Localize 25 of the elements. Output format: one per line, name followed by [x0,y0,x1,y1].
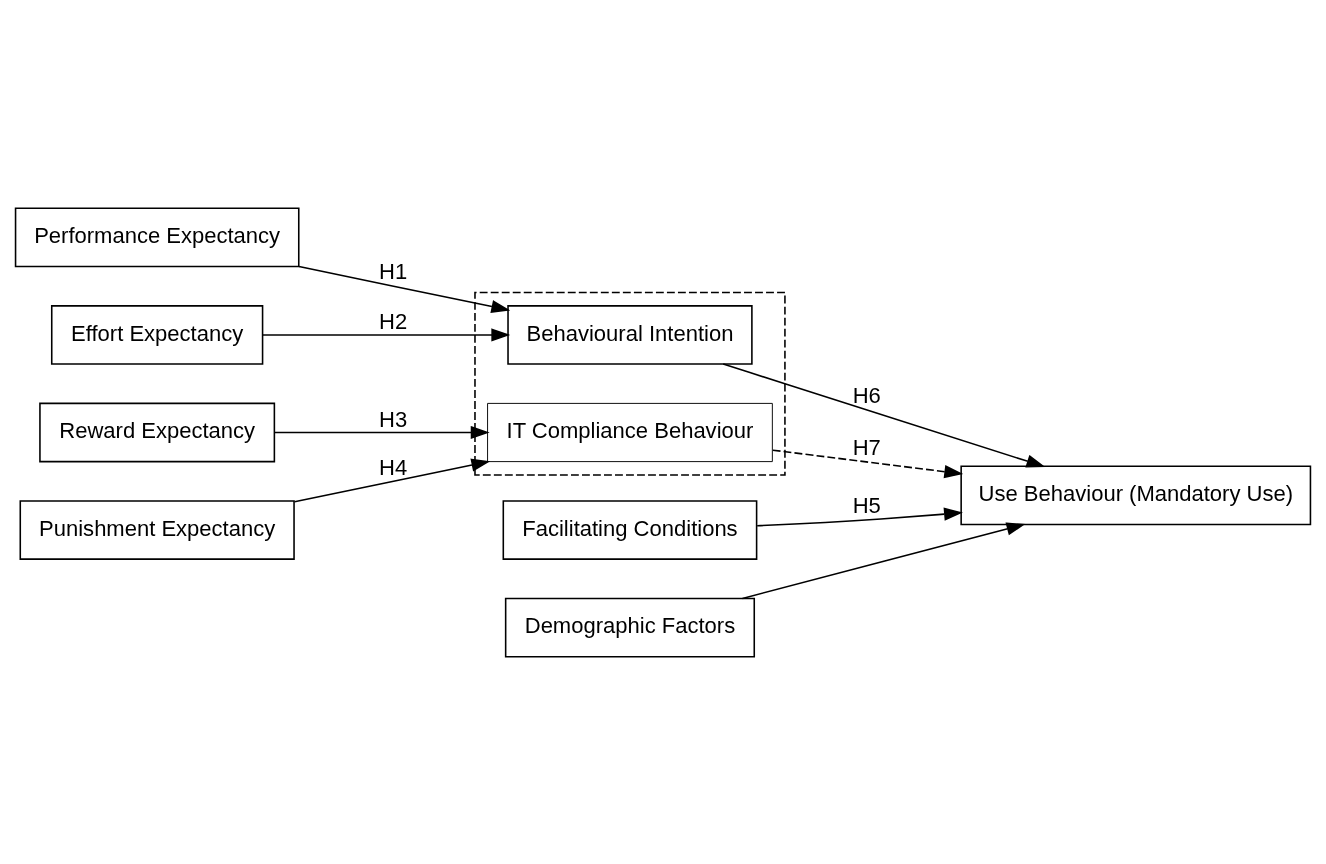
edge-label: H6 [852,382,881,408]
arrow [772,448,964,478]
edge-label: H3 [379,406,408,432]
node-box: Behavioural Intention [507,304,753,365]
cluster [474,291,786,476]
arrow [293,458,491,503]
node-box: Performance Expectancy [14,207,300,267]
arrow [741,521,1026,599]
arrow [756,507,963,526]
node-box: Demographic Factors [504,597,756,657]
arrow [722,362,1046,467]
edge-label: H4 [379,454,408,480]
node-box: Punishment Expectancy [19,499,295,560]
node-box: Effort Expectancy [50,304,264,365]
edge-label: H7 [852,434,881,460]
node-box: IT Compliance Behaviour [487,402,773,462]
arrow [262,327,511,342]
node-box: Reward Expectancy [39,402,276,462]
edge-label: H1 [379,258,408,284]
edge-label: H5 [852,492,881,518]
node-box: Facilitating Conditions [502,499,758,560]
arrow [298,265,511,313]
edge-label: H2 [379,308,408,334]
arrow [274,425,490,439]
node-box: Use Behaviour (Mandatory Use) [960,465,1312,525]
